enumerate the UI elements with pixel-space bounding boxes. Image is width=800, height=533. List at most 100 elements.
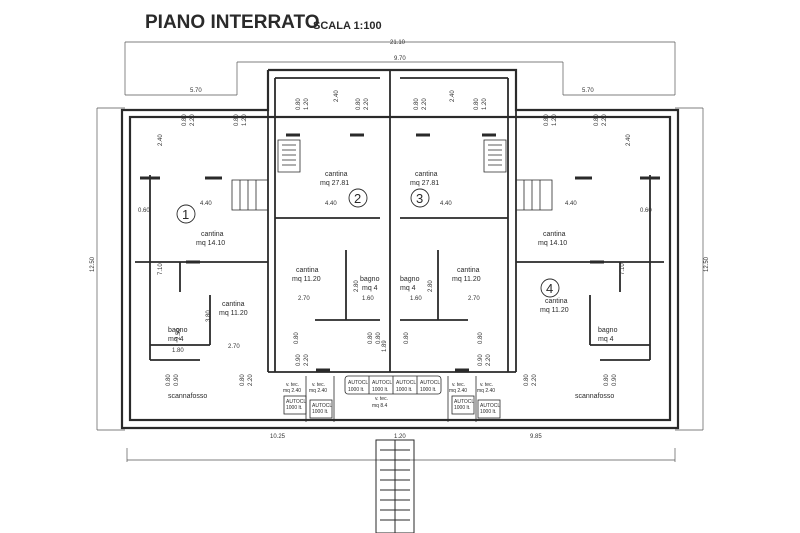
autocl-capacity: 1000 lt. <box>312 409 328 415</box>
autocl-capacity: 1000 lt. <box>372 387 388 393</box>
dim-annotation: 2.70 <box>298 296 310 302</box>
dim-annotation: 0.80 <box>474 98 480 110</box>
dim-annotation: 2.50 <box>176 328 182 340</box>
vtec-label: v. tec. <box>286 382 299 388</box>
autocl-label: AUTOCL <box>396 380 416 386</box>
stair-left <box>231 139 301 211</box>
dim-annotation: 0.90 <box>296 354 302 366</box>
vtec-label: v. tec. <box>312 382 325 388</box>
unit-number-2: 2 <box>354 191 361 206</box>
room-area: mq 27.81 <box>410 180 439 187</box>
autocl-label: AUTOCL <box>372 380 392 386</box>
dim-annotation: 0.90 <box>478 354 484 366</box>
plan-title: PIANO INTERRATO <box>145 12 320 33</box>
vtec-area: mq 2.40 <box>449 388 467 394</box>
dim-annotation: 4.40 <box>325 201 337 207</box>
room-name: scannafosso <box>575 393 614 400</box>
unit-number-3: 3 <box>416 191 423 206</box>
dim-annotation: 2.40 <box>158 134 164 146</box>
dim-annotation: 0.80 <box>544 114 550 126</box>
dim-annotation: 2.70 <box>468 296 480 302</box>
room-area: mq 4 <box>362 285 378 292</box>
dim-annotation: 2.80 <box>428 280 434 292</box>
room-name: bagno <box>598 327 618 334</box>
autocl-label: AUTOCL <box>420 380 440 386</box>
dim-annotation: 1.80 <box>172 348 184 354</box>
dim-annotation: 1.20 <box>242 114 248 126</box>
interior-walls <box>135 70 664 373</box>
dim-annotation: 0.60 <box>640 208 652 214</box>
vtec-label: v. tec. <box>375 396 388 402</box>
room-area: mq 11.20 <box>219 310 248 317</box>
dim-annotation: 0.80 <box>296 98 302 110</box>
room-area: mq 14.10 <box>196 240 225 247</box>
dim-annotation: 4.40 <box>565 201 577 207</box>
room-name: bagno <box>168 327 188 334</box>
dim-bottom-center: 1.20 <box>394 434 406 440</box>
autocl-capacity: 1000 lt. <box>480 409 496 415</box>
room-name: cantina <box>545 298 568 305</box>
dim-annotation: 2.40 <box>626 134 632 146</box>
dim-right-height: 12.50 <box>704 256 710 272</box>
room-name: cantina <box>415 171 438 178</box>
room-name: cantina <box>296 267 319 274</box>
room-area: mq 11.20 <box>540 307 569 314</box>
dim-annotation: 2.20 <box>422 98 428 110</box>
room-name: cantina <box>201 231 224 238</box>
dim-annotation: 0.80 <box>594 114 600 126</box>
dim-annotation: 0.80 <box>356 98 362 110</box>
room-name: bagno <box>400 276 420 283</box>
autocl-label: AUTOCL <box>286 399 306 405</box>
dim-overall-width: 21.10 <box>390 40 406 46</box>
dim-annotation: 0.80 <box>234 114 240 126</box>
room-area: mq 4 <box>168 336 184 343</box>
dim-annotation: 3.80 <box>206 310 212 322</box>
dim-right-width: 5.70 <box>582 88 594 94</box>
dim-annotation: 0.80 <box>368 332 374 344</box>
autocl-label: AUTOCL <box>480 403 500 409</box>
room-area: mq 11.20 <box>292 276 321 283</box>
room-area: mq 4 <box>598 336 614 343</box>
room-labels: cantina mq 27.81 cantina mq 27.81 cantin… <box>168 171 618 400</box>
dim-annotation: 0.80 <box>294 332 300 344</box>
dim-annotation: 1.20 <box>304 98 310 110</box>
vtec-area: mq 8.4 <box>372 403 388 409</box>
dim-annotation: 0.80 <box>240 374 246 386</box>
dim-top-width: 9.70 <box>394 56 406 62</box>
dim-annotation: 0.80 <box>182 114 188 126</box>
room-name: cantina <box>543 231 566 238</box>
vtec-label: v. tec. <box>480 382 493 388</box>
dim-annotation: 2.20 <box>486 354 492 366</box>
autocl-capacity: 1000 lt. <box>420 387 436 393</box>
dim-annotation: 0.90 <box>612 374 618 386</box>
dim-annotation: 0.90 <box>174 374 180 386</box>
room-area: mq 27.81 <box>320 180 349 187</box>
dim-bottom-right: 9.85 <box>530 434 542 440</box>
dim-annotation: 2.20 <box>304 354 310 366</box>
autocl-label: AUTOCL <box>348 380 368 386</box>
dim-annotation: 0.80 <box>404 332 410 344</box>
vtec-label: v. tec. <box>452 382 465 388</box>
room-name: scannafosso <box>168 393 207 400</box>
dim-annotation: 2.80 <box>354 280 360 292</box>
room-name: cantina <box>325 171 348 178</box>
dim-annotation: 7.10 <box>158 263 164 275</box>
dim-annotation: 0.80 <box>524 374 530 386</box>
vtec-area: mq 2.40 <box>283 388 301 394</box>
room-name: bagno <box>360 276 380 283</box>
unit-number-4: 4 <box>546 281 553 296</box>
dim-left-height: 12.50 <box>90 256 96 272</box>
dim-annotation: 2.20 <box>532 374 538 386</box>
exterior-stair <box>375 439 415 533</box>
dimension-annotations: 4.40 4.40 4.40 4.40 0.60 0.60 2.70 2.70 … <box>138 90 652 386</box>
dim-annotation: 2.40 <box>334 90 340 102</box>
autocl-capacity: 1000 lt. <box>348 387 364 393</box>
autocl-capacity: 1000 lt. <box>454 405 470 411</box>
technical-area <box>283 375 501 422</box>
exterior-walls <box>120 68 680 430</box>
plan-scale: SCALA 1:100 <box>313 20 382 32</box>
dim-annotation: 2.20 <box>364 98 370 110</box>
room-name: cantina <box>222 301 245 308</box>
dim-bottom-left: 10.25 <box>270 434 286 440</box>
